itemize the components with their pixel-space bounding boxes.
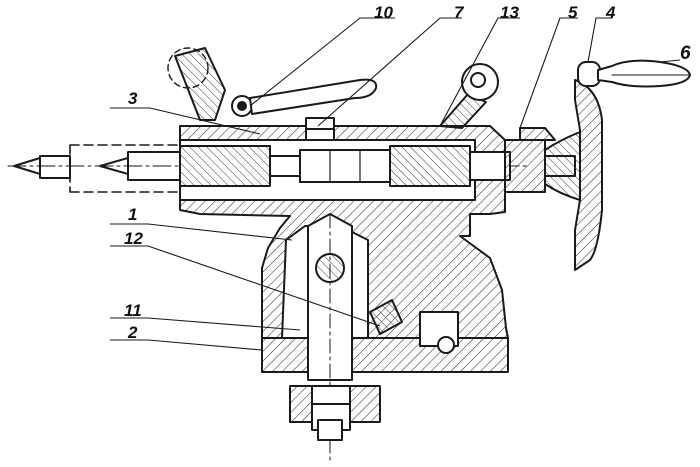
label-10: 10 — [374, 3, 393, 22]
quill — [179, 145, 471, 187]
base-plate — [261, 299, 509, 373]
label-3: 3 — [128, 89, 138, 108]
label-12: 12 — [124, 229, 143, 248]
label-13: 13 — [500, 3, 519, 22]
label-5: 5 — [568, 3, 578, 22]
label-2: 2 — [128, 323, 138, 342]
handle-13 — [439, 63, 499, 129]
handwheel — [544, 59, 691, 271]
label-6: 6 — [680, 43, 691, 64]
lock-lever — [167, 47, 378, 121]
clamp-pin — [305, 117, 335, 141]
label-7: 7 — [454, 3, 464, 22]
label-4: 4 — [606, 3, 616, 22]
label-11: 11 — [124, 301, 142, 320]
bottom-nut — [289, 385, 381, 441]
leader-lines — [110, 17, 681, 351]
label-1: 1 — [128, 205, 138, 224]
